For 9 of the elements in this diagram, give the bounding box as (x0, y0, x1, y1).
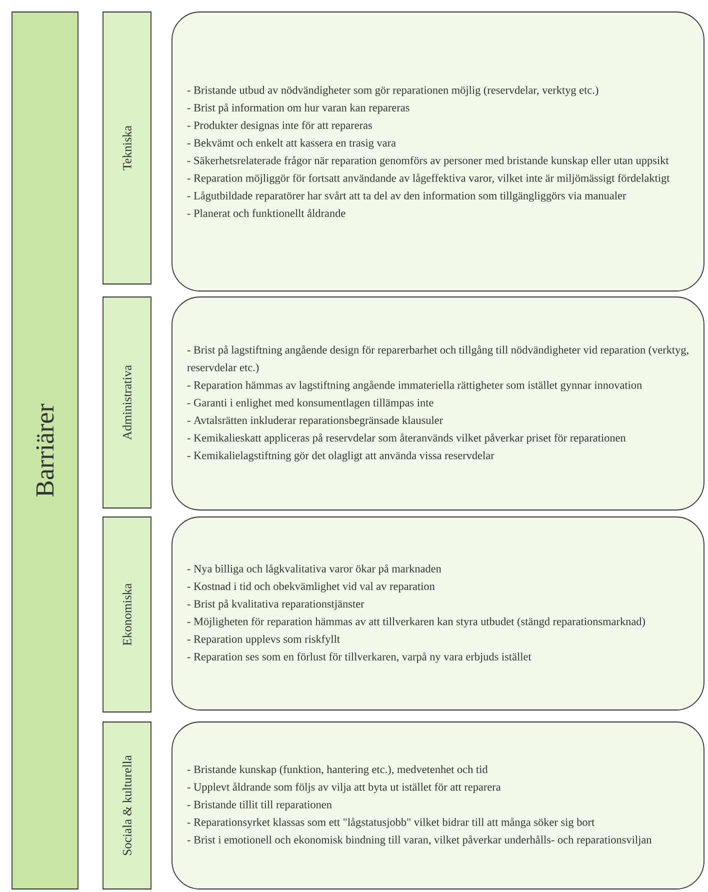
list-box: - Nya billiga och lågkvalitativa varor ökar på marknaden - Kostnad i tid och obekvämlighet vid val av reparation - Brist på kvalitativa reparationstjänster - Möjligheten för reparation hämmas av att tillverkaren kan styra utbudet (stängd reparationsmarknad) - Reparation upplevs som riskfyllt - Reparation ses som en förlust för tillverkaren, varpå ny vara erbjuds istället (172, 516, 704, 710)
category-bar: Tekniska (102, 12, 152, 284)
list-box: - Bristande kunskap (funktion, hantering etc.), medvetenhet och tid - Upplevt åldrande som följs av vilja att byta ut istället för att reparera - Bristande tillit till reparationen - Reparationsyrket klassas som ett "lågstatusjobb" vilket bidrar till att många söker sig bort - Brist i emotionell och ekonomisk bindning till varan, vilket påverkar underhålls- och reparationsviljan (172, 722, 704, 890)
category-bar: Administrativa (102, 296, 152, 508)
bar: Barriärer (12, 12, 78, 890)
list-box: - Bristande utbud av nödvändigheter som gör reparationen möjlig (reservdelar, verktyg etc.) - Brist på information om hur varan kan repareras - Produkter designas inte för att repareras - Bekvämt och enkelt att kassera en trasig vara - Säkerhetsrelaterade frågor när reparation genomförs av personer med bristande kunskap eller utan uppsikt - Reparation möjliggör för fortsatt användande av lågeffektiva varor, vilket inte är miljömässigt fördelaktigt - Lågutbildade reparatörer har svårt att ta del av den information som tillgängliggörs via manualer - Planerat och funktionellt åldrande (172, 12, 704, 292)
category-bar: Sociala & kulturella (102, 722, 152, 890)
category-bar: Ekonomiska (102, 516, 152, 712)
list-box: - Brist på lagstiftning angående design för reparerbarhet och tillgång till nödvändigheter vid reparation (verktyg, reservdelar etc.) - Reparation hämmas av lagstiftning angående immateriella rättigheter som istället gynnar innovation - Garanti i enlighet med konsumentlagen tillämpas inte - Avtalsrätten inkluderar reparationsbegränsade klausuler - Kemikalieskatt appliceras på reservdelar som återanvänds vilket påverkar priset för reparationen - Kemikalielagstiftning gör det olagligt att använda vissa reservdelar (172, 296, 704, 510)
